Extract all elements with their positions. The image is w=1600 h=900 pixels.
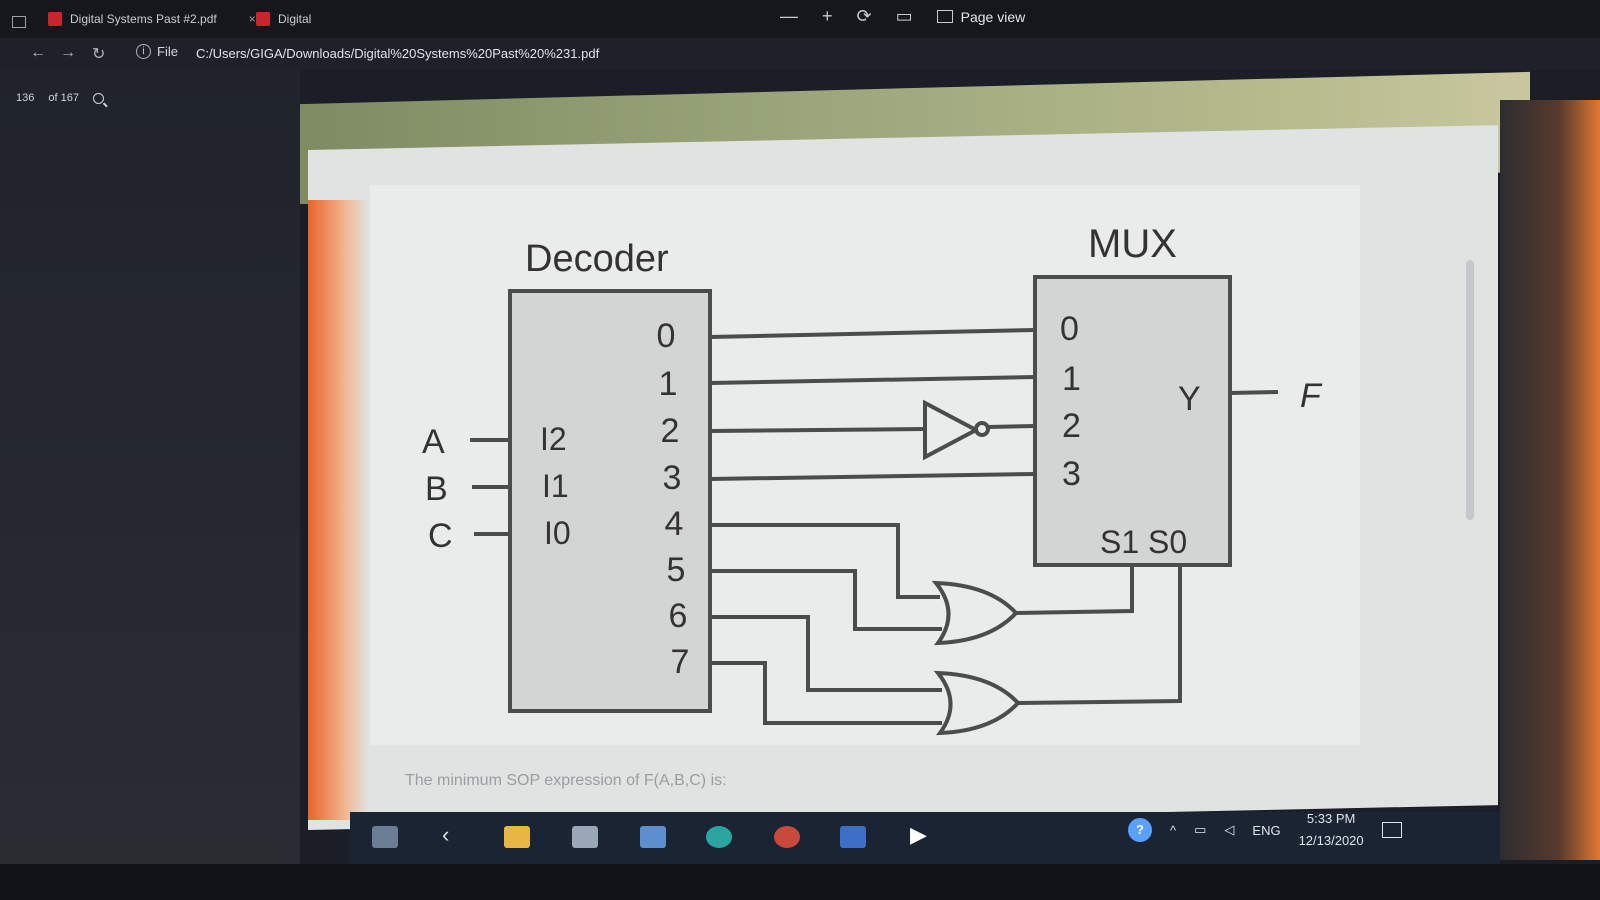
page-navigation: 136 of 167 [16,92,104,104]
notification-icon[interactable] [1381,822,1402,838]
back-icon[interactable]: ← [30,44,46,61]
current-page-input[interactable]: 136 [16,92,35,104]
pdf-icon [256,12,270,26]
inverter-bubble [974,421,990,437]
decoder-block [508,289,712,713]
decoder-input-i1: I1 [542,468,569,504]
circuit-diagram: Decoder MUX A B C I2 I1 I0 0 1 2 3 4 [422,222,1323,736]
question-caption: The minimum SOP expression of F(A,B,C) i… [405,772,727,789]
input-label-c: C [428,517,453,555]
input-label-a: A [422,423,445,461]
wire-s1 [1015,565,1134,615]
decoder-input-i0: I0 [544,515,571,551]
clock-time: 5:33 PM [1306,811,1356,826]
media-player-icon[interactable]: ▶ [910,822,927,847]
close-icon[interactable]: × [248,12,256,26]
pdf-icon [48,12,62,26]
word-icon[interactable] [840,826,866,848]
decoder-output-5: 5 [667,551,686,589]
mail-icon[interactable] [640,826,666,848]
mux-input-2: 2 [1062,407,1081,445]
total-pages: of 167 [48,92,79,104]
tab-title: Digital Systems Past #2.pdf [70,12,217,26]
window-icon[interactable] [12,16,26,28]
circuit-figure: Decoder MUX A B C I2 I1 I0 0 1 2 3 4 [370,185,1360,745]
file-explorer-icon[interactable] [504,826,530,848]
pdf-toolbar: — + ⟳ ▭ Page view [780,6,1025,27]
output-label-f: F [1300,377,1323,415]
clock[interactable]: 5:33 PM 12/13/2020 [1299,808,1364,852]
scrollbar-thumb[interactable] [1466,260,1474,520]
taskbar [350,812,1500,864]
back-arrow-icon[interactable]: ‹ [442,822,450,847]
decoder-input-i2: I2 [540,421,567,457]
left-panel [0,70,300,900]
info-icon: i [136,44,151,59]
wire-6 [710,615,942,692]
wire-s0 [1017,565,1182,705]
wire-2b [987,424,1036,429]
zoom-in-button[interactable]: + [822,6,833,26]
mux-output-y: Y [1178,380,1201,418]
tab-title: Digital [278,12,312,26]
decoder-output-1: 1 [659,365,678,403]
store-icon[interactable] [572,826,598,848]
decoder-output-3: 3 [663,459,682,497]
monitor-bezel [0,864,1600,900]
edge-icon[interactable] [706,826,732,848]
mux-input-0: 0 [1060,310,1079,348]
wire-output [1229,390,1279,395]
protocol-label: File [157,44,178,59]
page-left-glare [308,200,368,820]
battery-icon[interactable]: ▭ [1194,822,1207,837]
zoom-out-button[interactable]: — [780,6,798,26]
decoder-output-6: 6 [669,597,688,635]
decoder-output-7: 7 [671,643,690,681]
decoder-output-2: 2 [661,412,680,450]
or-gate-2 [933,670,1021,736]
wire-1 [709,375,1036,385]
system-tray: ? ^ ▭ ◁ ENG 5:33 PM 12/13/2020 [1128,808,1402,852]
wire-4 [710,523,940,599]
rotate-icon[interactable]: ⟳ [856,6,872,26]
chevron-up-icon[interactable]: ^ [1170,822,1177,838]
help-icon[interactable]: ? [1128,818,1152,842]
refresh-icon[interactable]: ↻ [92,46,106,63]
address-bar [0,38,1600,70]
forward-icon[interactable]: → [60,44,76,61]
mux-input-3: 3 [1062,455,1081,493]
page-view-button[interactable]: Page view [936,8,1026,25]
mux-block [1033,275,1232,567]
chrome-icon[interactable] [774,826,800,848]
fit-page-icon[interactable]: ▭ [895,6,913,26]
wire-7 [710,661,942,725]
clock-date: 12/13/2020 [1298,833,1364,848]
screen-edge [1500,100,1600,860]
or-gate-1 [931,580,1019,646]
wire-0 [709,328,1036,339]
task-view-icon[interactable] [372,826,398,848]
tab-second[interactable]: Digital [256,6,311,32]
decoder-title: Decoder [525,238,669,280]
inverter-gate [923,399,981,461]
decoder-output-0: 0 [657,317,676,355]
page-view-label: Page view [960,8,1026,25]
page-view-icon [936,10,953,23]
mux-input-1: 1 [1062,360,1081,398]
language-indicator[interactable]: ENG [1252,822,1281,838]
url-text[interactable]: C:/Users/GIGA/Downloads/Digital%20System… [196,46,600,61]
wire-5 [710,569,942,631]
site-info[interactable]: i File [136,44,178,59]
mux-select-labels: S1 S0 [1100,524,1187,560]
wire-3 [709,472,1036,481]
tab-active[interactable]: Digital Systems Past #2.pdf × [48,6,256,32]
decoder-output-4: 4 [665,505,684,543]
wire-2 [709,427,926,433]
input-label-b: B [425,470,448,508]
mux-title: MUX [1088,222,1177,266]
volume-icon[interactable]: ◁ [1224,822,1235,837]
search-icon[interactable] [92,92,104,104]
